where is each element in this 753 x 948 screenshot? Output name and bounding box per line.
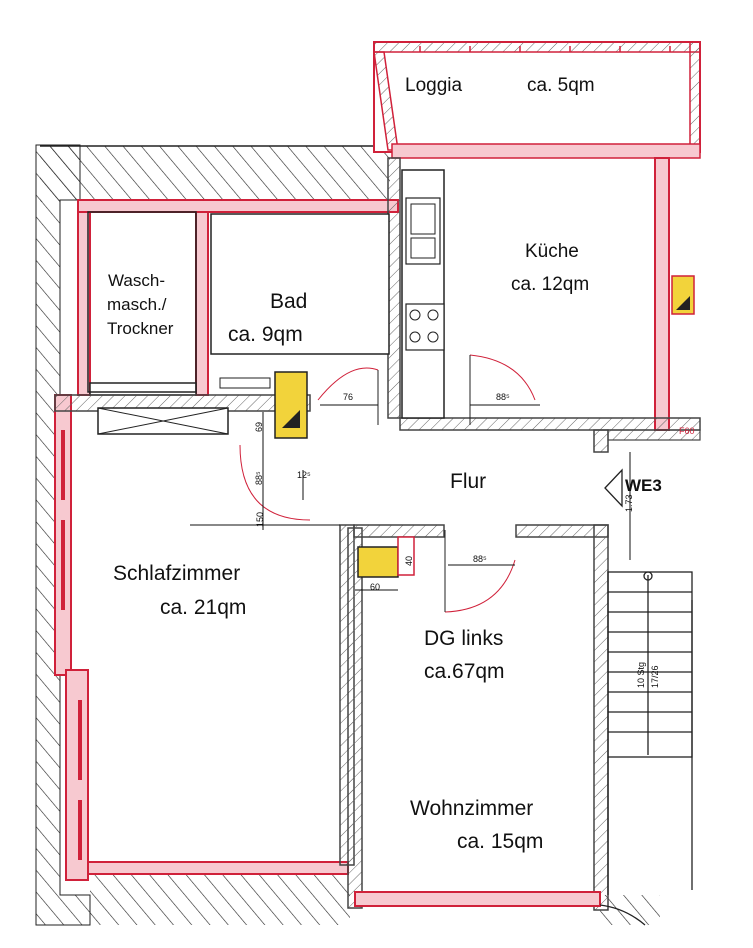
dimension-lines bbox=[190, 404, 631, 591]
landing-walls bbox=[607, 429, 701, 441]
stair-note-1: 10 Stg bbox=[636, 661, 646, 688]
dim-76: 76 bbox=[343, 392, 354, 402]
bad-name: Bad bbox=[270, 290, 308, 313]
roof-hatching-bottom bbox=[90, 875, 660, 925]
upper-walls bbox=[77, 157, 701, 431]
wohnzimmer-area: ca. 15qm bbox=[457, 830, 544, 853]
dim-60: 60 bbox=[370, 582, 381, 592]
door-swings bbox=[239, 354, 536, 613]
loggia-area: ca. 5qm bbox=[527, 75, 595, 96]
dim-150: 150 bbox=[255, 511, 265, 527]
kueche-name: Küche bbox=[525, 241, 579, 262]
loggia-outline bbox=[373, 41, 701, 159]
wasch-line3: Trockner bbox=[107, 319, 174, 338]
loggia-name: Loggia bbox=[405, 75, 463, 96]
stair-note-2: 17/26 bbox=[650, 665, 660, 688]
schlafzimmer-area: ca. 21qm bbox=[160, 596, 247, 619]
main-walls bbox=[54, 394, 609, 911]
roof-hatching-top bbox=[40, 145, 390, 202]
bad-area: ca. 9qm bbox=[228, 323, 303, 346]
kueche-area: ca. 12qm bbox=[511, 274, 590, 295]
flur-name: Flur bbox=[450, 470, 487, 493]
dim-69: 69 bbox=[254, 421, 264, 432]
kitchen-counter bbox=[401, 169, 445, 419]
unit-label: WE3 bbox=[625, 476, 662, 495]
dim-40: 40 bbox=[404, 555, 414, 566]
apartment-name: DG links bbox=[424, 627, 504, 650]
dim-88-bedroom: 88⁵ bbox=[254, 471, 264, 485]
schlafzimmer-name: Schlafzimmer bbox=[113, 562, 241, 585]
dim-88-living: 88⁵ bbox=[473, 554, 487, 564]
window-marks bbox=[61, 430, 82, 860]
dim-88-kitchen: 88⁵ bbox=[496, 392, 510, 402]
apartment-area: ca.67qm bbox=[424, 660, 505, 683]
fire-rating-label: F60 bbox=[679, 426, 695, 436]
dim-12: 12⁵ bbox=[297, 470, 311, 480]
staircase bbox=[599, 468, 693, 926]
wasch-line1: Wasch- bbox=[108, 271, 165, 290]
wohnzimmer-name: Wohnzimmer bbox=[410, 797, 534, 820]
kitchen-shaft bbox=[671, 275, 695, 315]
install-shaft bbox=[219, 371, 415, 578]
dim-173: 1.73 bbox=[624, 494, 634, 512]
wasch-line2: masch./ bbox=[107, 295, 167, 314]
